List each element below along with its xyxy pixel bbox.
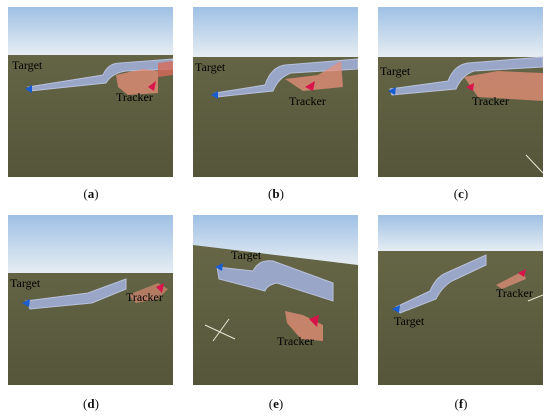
tracker-trail (285, 311, 323, 341)
tracker-aircraft-icon (518, 269, 526, 277)
tracker-trail (464, 71, 543, 101)
tracker-aircraft-icon (309, 315, 319, 327)
target-trail (25, 278, 127, 310)
caption-c: (c) (453, 186, 469, 201)
panel-a: Target Tracker (8, 7, 173, 177)
tracker-trail (116, 69, 158, 95)
target-label: Target (195, 60, 226, 74)
target-label: Target (12, 58, 43, 72)
tracker-label: Tracker (277, 334, 314, 348)
caption-d: (d) (83, 396, 99, 411)
target-aircraft-icon (215, 263, 223, 271)
target-aircraft-icon (22, 299, 30, 307)
panel-c: Target Tracker (378, 7, 543, 177)
panel-d: Target Tracker (8, 215, 173, 385)
tracker-label: Tracker (126, 290, 163, 304)
tracker-aircraft-icon (148, 81, 156, 91)
tracker-trail (285, 61, 343, 91)
tracker-aircraft-icon (305, 81, 315, 91)
tracker-label: Tracker (116, 90, 153, 104)
target-trail (389, 56, 543, 96)
scene-e: Target Tracker (193, 215, 358, 385)
target-trail (214, 58, 358, 98)
caption-b: (b) (268, 186, 284, 201)
caption-e: (e) (268, 396, 284, 411)
tracker-label: Tracker (289, 94, 326, 108)
scene-f: Target Tracker (378, 215, 543, 385)
scene-c: Target Tracker (378, 7, 543, 177)
target-aircraft-icon (388, 87, 396, 95)
tracker-aircraft-icon (466, 83, 474, 91)
panel-b: Target Tracker (193, 7, 358, 177)
panel-e: Target Tracker (193, 215, 358, 385)
target-label: Target (231, 248, 262, 262)
target-trail (395, 254, 487, 314)
target-trail (27, 58, 173, 92)
target-aircraft-icon (392, 305, 400, 313)
target-trail (216, 260, 334, 302)
scene-d: Target Tracker (8, 215, 173, 385)
caption-f: (f) (454, 396, 468, 411)
tracker-aircraft-icon (156, 283, 164, 293)
target-aircraft-icon (25, 85, 32, 93)
scene-b: Target Tracker (193, 7, 358, 177)
tracker-label: Tracker (472, 94, 509, 108)
target-label: Target (10, 276, 41, 290)
scene-a: Target Tracker (8, 7, 173, 177)
panel-f: Target Tracker (378, 215, 543, 385)
tracker-trail (496, 271, 526, 289)
caption-a: (a) (83, 186, 99, 201)
target-aircraft-icon (211, 91, 218, 99)
target-label: Target (380, 64, 411, 78)
tracker-label: Tracker (496, 286, 533, 300)
target-label: Target (394, 314, 425, 328)
